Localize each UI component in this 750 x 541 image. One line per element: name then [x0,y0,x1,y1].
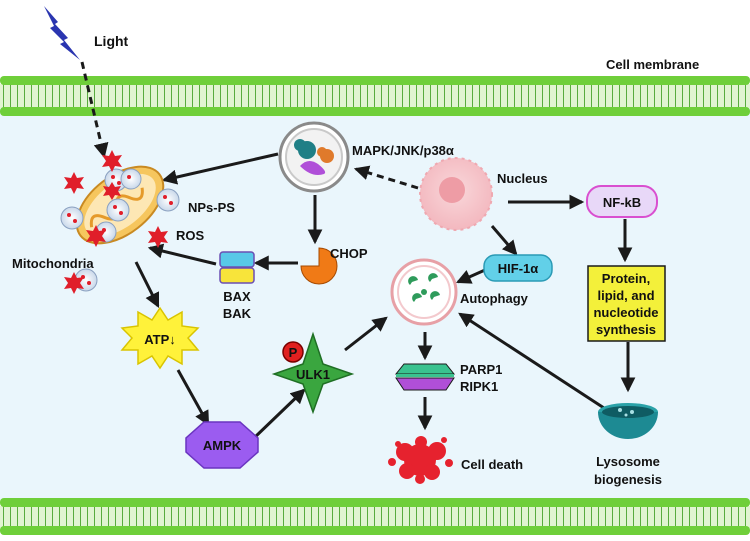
arrow-atp-to-ampk [176,369,210,426]
arrows [80,61,636,440]
parp1-block-base [396,374,454,377]
parp1-block [394,363,456,375]
nucleus-icon [419,157,493,231]
nf-kb-label: NF-kB [603,195,641,210]
bottom-cell-membrane [0,498,750,535]
nps-ps-label: NPs-PS [188,200,235,215]
parp1-label: PARP1 [460,362,502,377]
synthesis-box [587,265,666,342]
ros-star-icon [148,226,168,248]
light-bolt-icon [44,6,80,60]
chop-label: CHOP [330,246,368,261]
ros-stars [64,150,168,294]
hif-box [483,254,553,282]
phosphate-badge-icon [282,341,304,363]
arrow-nucleus-to-mapk [353,165,419,190]
cell-death-label: Cell death [461,457,523,472]
arrow-hif-to-autophagy [455,268,486,284]
ros-star-icon [86,225,106,247]
hif-label: HIF-1α [498,261,539,276]
ros-star-icon [64,172,84,194]
arrow-ampk-to-ulk1 [252,388,306,440]
atp-burst-icon [120,306,200,370]
arrow-lysosome-to-autophagy [458,312,605,410]
lysosome-icon [598,403,658,439]
autophagy-vesicle-icon [390,258,458,326]
ampk-octagon [185,421,259,469]
ulk1-star-icon [271,331,355,415]
arrow-ulk1-to-autophagy [344,316,388,352]
nanoparticle-icon [156,188,180,212]
mapk-vesicle-icon [278,121,350,193]
autophagy-label: Autophagy [460,291,529,306]
bax-block [219,251,255,268]
ripk1-label: RIPK1 [460,379,498,394]
arrow-mapk-to-mitochondria [161,152,279,185]
ripk1-block [395,377,455,391]
lysosome-label: Lysosome [596,454,660,469]
nanoparticle-icon [106,198,130,222]
chop-icon [300,247,338,285]
nanoparticle-icon [120,168,142,190]
nucleus-label: Nucleus [497,171,548,186]
ulk1-label: ULK1 [296,367,330,382]
ros-label: ROS [176,228,205,243]
arrow-bax-to-mitochondria [147,243,217,266]
arrow-light-to-mitochondria [80,61,109,159]
biogenesis-label: biogenesis [594,472,662,487]
synthesis-line-1: Protein, [602,271,650,286]
nanoparticle-icon [60,206,84,230]
nf-kb-box [586,185,658,218]
mapk-label: MAPK/JNK/p38α [352,143,454,158]
light-label: Light [94,33,129,49]
atp-label: ATP↓ [144,332,176,347]
synthesis-line-4: synthesis [596,322,656,337]
arrow-mitochondria-to-atp [134,261,160,309]
cell-membrane-label: Cell membrane [606,57,699,72]
bax-label: BAX [223,289,251,304]
ros-star-icon [102,150,122,172]
bak-label: BAK [223,306,252,321]
mitochondria-label: Mitochondria [12,256,94,271]
ros-star-icon [103,182,121,200]
arrow-nucleus-to-hif [490,225,518,256]
synthesis-line-2: lipid, and [597,288,654,303]
cell-death-icon [388,436,453,484]
ampk-label: AMPK [203,438,242,453]
top-cell-membrane [0,76,750,116]
ros-star-icon [64,272,84,294]
bak-block [219,267,255,284]
nanoparticles [60,168,180,292]
phosphate-label: P [289,345,298,360]
synthesis-line-3: nucleotide [593,305,658,320]
